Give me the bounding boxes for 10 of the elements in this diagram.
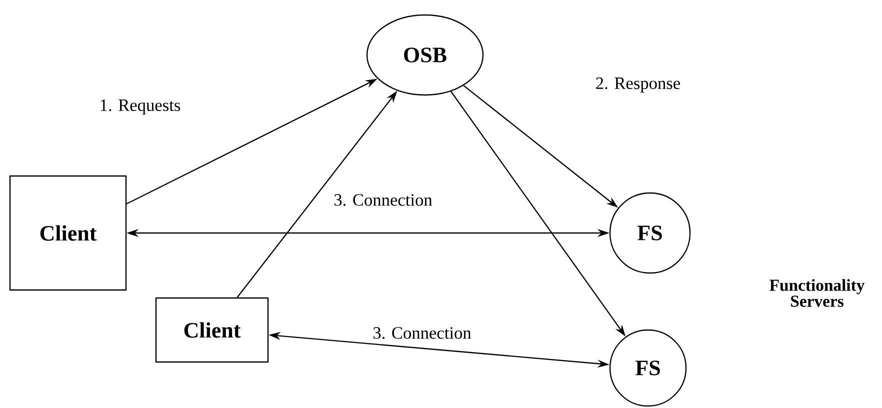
process-box: Client <box>155 297 269 363</box>
caption-text: Functionality Servers <box>770 279 865 307</box>
edge-label: 3. Connection <box>332 192 434 208</box>
edge-label: 3. Connection <box>371 326 473 340</box>
process-box: Client <box>9 175 127 291</box>
oval: OSB <box>366 14 484 96</box>
edge-label: 1. Requests <box>98 98 182 116</box>
circle-node: FS <box>609 192 691 274</box>
circle-node: FS <box>609 329 687 407</box>
edge-label: 2. Response <box>594 76 682 94</box>
